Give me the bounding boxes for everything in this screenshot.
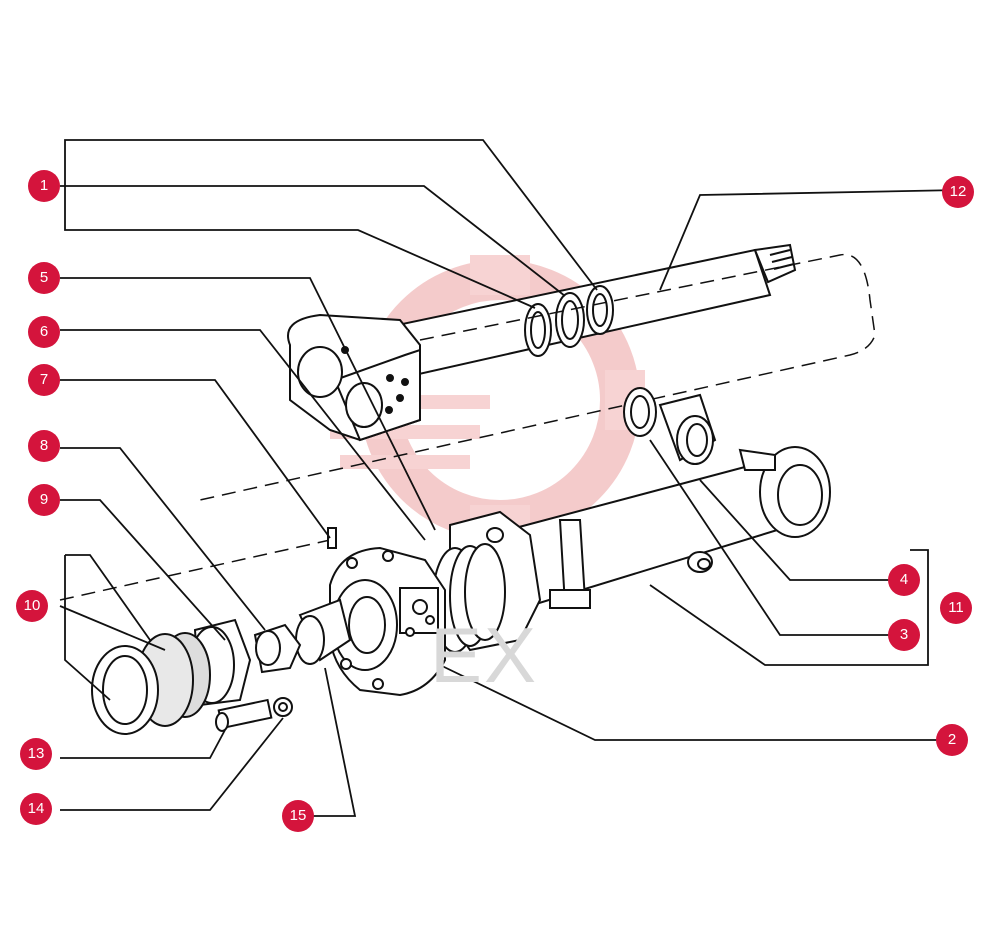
callout-9[interactable]: 9 [28, 484, 60, 516]
callout-8[interactable]: 8 [28, 430, 60, 462]
callout-label: 5 [39, 269, 49, 286]
callout-label: 14 [27, 800, 45, 817]
callout-5[interactable]: 5 [28, 262, 60, 294]
callout-label: 7 [39, 371, 49, 388]
watermark-text: EX [430, 611, 539, 699]
callout-13[interactable]: 13 [20, 738, 52, 770]
bolt [215, 698, 273, 732]
callout-label: 9 [39, 491, 49, 508]
callout-11[interactable]: 11 [940, 592, 972, 624]
callout-label: 10 [23, 597, 41, 614]
callout-10[interactable]: 10 [16, 590, 48, 622]
callout-label: 8 [39, 437, 49, 454]
pin [327, 527, 337, 549]
rod-clevis [287, 313, 421, 442]
callout-1[interactable]: 1 [28, 170, 60, 202]
piston-seal-rings [91, 632, 211, 735]
callout-14[interactable]: 14 [20, 793, 52, 825]
callout-label: 1 [39, 177, 49, 194]
leader-lines [59, 139, 961, 817]
callout-label: 11 [948, 599, 964, 616]
lock-nut [253, 623, 302, 674]
callout-3[interactable]: 3 [888, 619, 920, 651]
flanged-head [329, 546, 446, 697]
callout-12[interactable]: 12 [942, 176, 974, 208]
callout-label: 6 [39, 323, 49, 340]
callout-2[interactable]: 2 [936, 724, 968, 756]
callout-label: 15 [289, 807, 307, 824]
callout-4[interactable]: 4 [888, 564, 920, 596]
callout-label: 3 [899, 626, 909, 643]
callout-label: 13 [27, 745, 45, 762]
cylinder-barrel [468, 446, 831, 617]
callout-6[interactable]: 6 [28, 316, 60, 348]
callout-label: 12 [949, 183, 967, 200]
callout-7[interactable]: 7 [28, 364, 60, 396]
callout-label: 2 [947, 731, 957, 748]
washer [273, 697, 293, 717]
callout-15[interactable]: 15 [282, 800, 314, 832]
guide-rings [623, 387, 717, 465]
piston [295, 598, 352, 665]
callout-label: 4 [899, 571, 909, 588]
